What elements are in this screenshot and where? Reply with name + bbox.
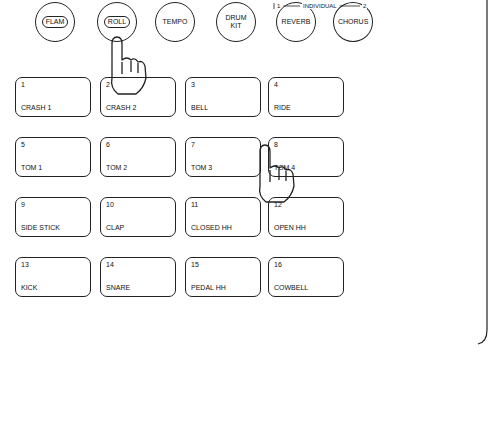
pad-name: COWBELL [274, 284, 308, 292]
pad-name: CLAP [106, 224, 124, 232]
pad-name: CLOSED HH [191, 224, 232, 232]
drum-pad: 10CLAP [100, 197, 176, 237]
panel-label: INDIVIDUAL [302, 3, 338, 9]
pad-name: TOM 2 [106, 164, 127, 172]
pad-number: 11 [191, 201, 198, 209]
pad-name: CRASH 2 [106, 104, 136, 112]
bracket-line [274, 3, 275, 9]
hand [112, 37, 294, 202]
pad-number: 8 [274, 141, 278, 149]
pad-number: 16 [274, 261, 282, 269]
drum-pad: 1CRASH 1 [15, 77, 91, 117]
panel-label: 2 [362, 3, 367, 9]
button-label: ROLL [104, 16, 130, 28]
drum-pad: 15PEDAL HH [185, 257, 261, 297]
pad-number: 15 [191, 261, 199, 269]
round-button: DRUM KIT [216, 2, 256, 42]
round-button: ROLL [97, 2, 137, 42]
drum-pad: 13KICK [15, 257, 91, 297]
pad-name: PEDAL HH [191, 284, 226, 292]
pad-name: TOM 3 [191, 164, 212, 172]
drum-pad: 14SNARE [100, 257, 176, 297]
drum-pad: 3BELL [185, 77, 261, 117]
pad-number: 14 [106, 261, 114, 269]
pad-number: 4 [274, 81, 278, 89]
pad-name: SNARE [106, 284, 130, 292]
pad-number: 1 [21, 81, 25, 89]
pad-number: 3 [191, 81, 195, 89]
round-button: FLAM [35, 2, 75, 42]
pad-name: BELL [191, 104, 208, 112]
drum-pad: 8TOM 4 [268, 137, 344, 177]
drum-pad: 2CRASH 2 [100, 77, 176, 117]
pad-name: TOM 1 [21, 164, 42, 172]
button-label: FLAM [42, 16, 69, 28]
button-label: DRUM KIT [223, 14, 249, 29]
pad-name: KICK [21, 284, 37, 292]
drum-pad: 11CLOSED HH [185, 197, 261, 237]
pad-name: OPEN HH [274, 224, 306, 232]
pad-number: 12 [274, 201, 282, 209]
drum-pad: 16COWBELL [268, 257, 344, 297]
drum-pad: 12OPEN HH [268, 197, 344, 237]
pad-name: SIDE STICK [21, 224, 60, 232]
frame-line [478, 0, 487, 344]
button-label: CHORUS [338, 18, 368, 26]
pad-number: 13 [21, 261, 29, 269]
pad-number: 9 [21, 201, 25, 209]
drum-pad: 4RIDE [268, 77, 344, 117]
pad-name: TOM 4 [274, 164, 295, 172]
drum-pad: 5TOM 1 [15, 137, 91, 177]
panel-label: 1 [276, 3, 281, 9]
pad-number: 10 [106, 201, 114, 209]
round-button: TEMPO [155, 2, 195, 42]
bracket-line [340, 6, 360, 7]
pad-number: 2 [106, 81, 110, 89]
pad-name: RIDE [274, 104, 291, 112]
bracket-line [283, 6, 300, 7]
pad-name: CRASH 1 [21, 104, 51, 112]
button-label: TEMPO [163, 18, 188, 26]
pad-number: 7 [191, 141, 195, 149]
drum-pad: 7TOM 3 [185, 137, 261, 177]
pad-number: 5 [21, 141, 25, 149]
pad-number: 6 [106, 141, 110, 149]
button-label: REVERB [282, 18, 311, 26]
drum-pad: 6TOM 2 [100, 137, 176, 177]
drum-pad: 9SIDE STICK [15, 197, 91, 237]
